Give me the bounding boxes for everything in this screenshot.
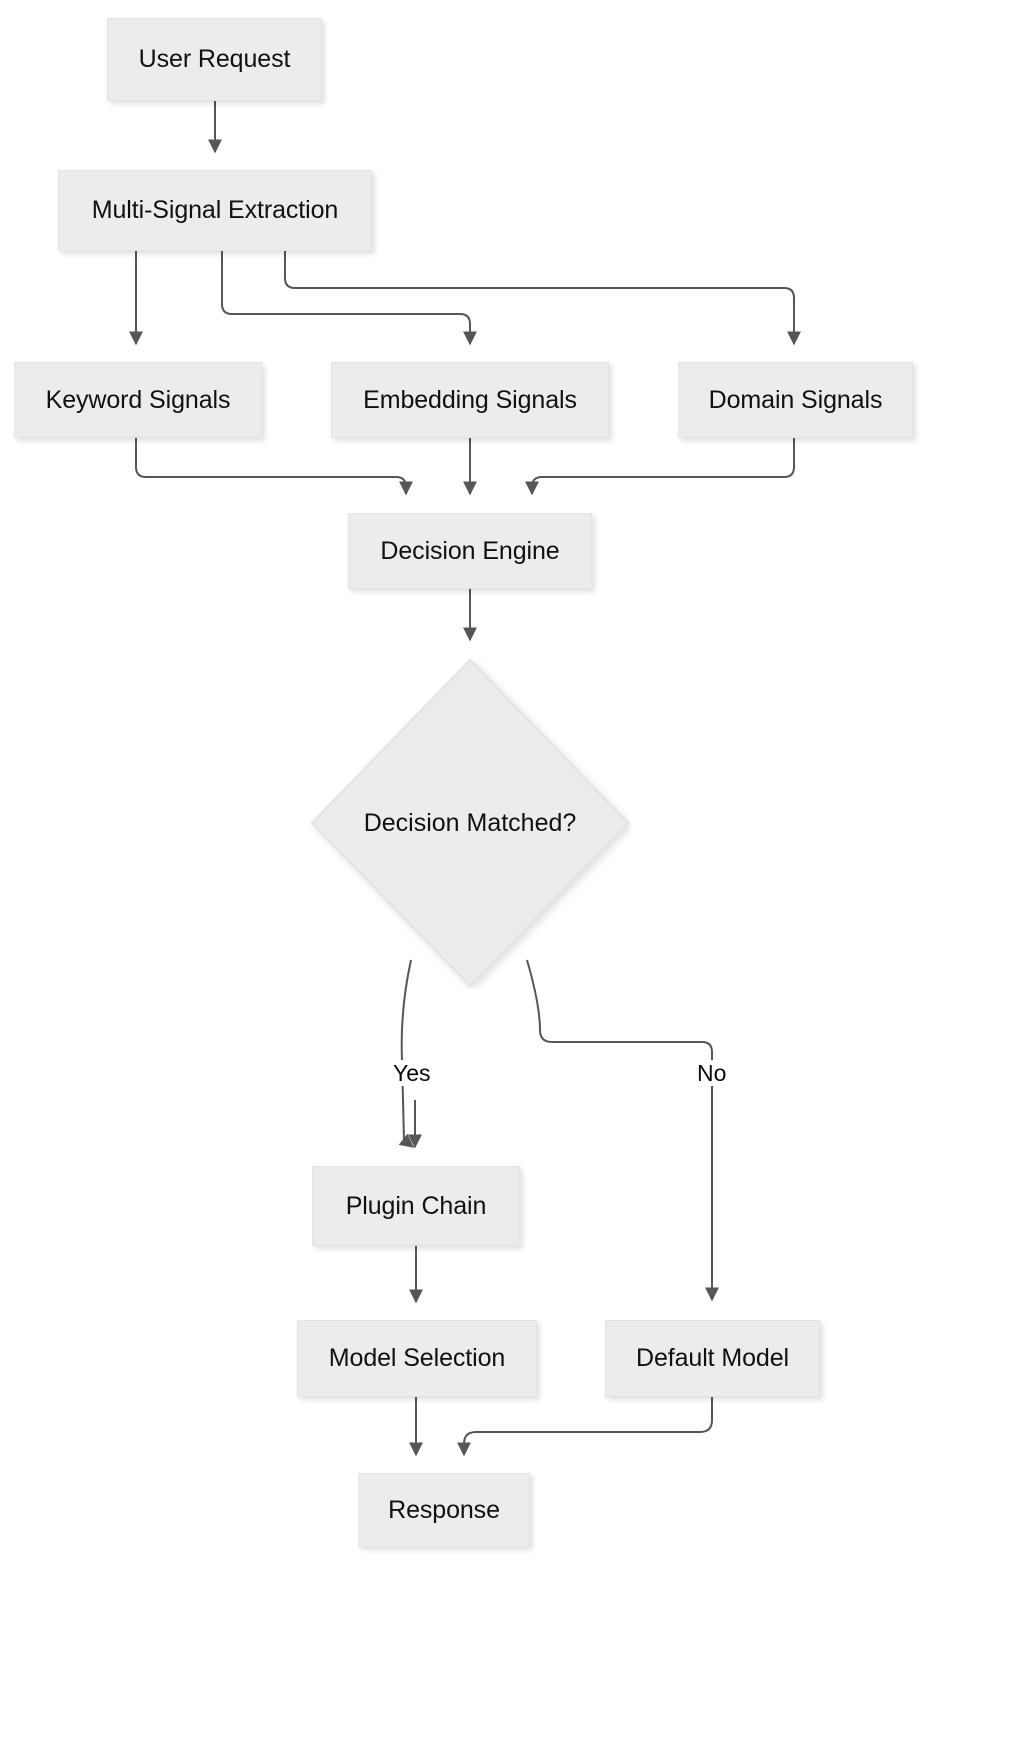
edge-domain-to-decision-engine [525, 438, 795, 496]
diamond-shape [310, 658, 630, 988]
node-decision-engine[interactable]: Decision Engine [348, 513, 592, 589]
node-model-selection-label: Model Selection [328, 1344, 506, 1372]
node-plugin-chain-label: Plugin Chain [345, 1191, 487, 1220]
node-keyword-signals[interactable]: Keyword Signals [14, 362, 262, 438]
node-domain-signals[interactable]: Domain Signals [678, 362, 913, 438]
node-user-request[interactable]: User Request [107, 18, 322, 101]
edge-keyword-to-decision-engine [135, 438, 413, 496]
edge-decision-matched-to-default-model [526, 959, 719, 1302]
node-default-model[interactable]: Default Model [605, 1320, 820, 1397]
node-response[interactable]: Response [358, 1473, 530, 1547]
node-user-request-label: User Request [138, 45, 291, 73]
edge-label-no: No [692, 1060, 732, 1087]
edge-multi-signal-to-embedding [221, 251, 477, 346]
node-default-model-label: Default Model [636, 1344, 789, 1372]
node-keyword-signals-label: Keyword Signals [45, 385, 231, 414]
node-response-label: Response [388, 1495, 500, 1524]
node-model-selection[interactable]: Model Selection [297, 1320, 537, 1397]
node-domain-signals-label: Domain Signals [708, 385, 883, 414]
edge-decision-matched-to-plugin-chain [398, 959, 415, 1148]
node-decision-engine-label: Decision Engine [380, 536, 560, 565]
node-embedding-signals[interactable]: Embedding Signals [331, 362, 609, 438]
node-embedding-signals-label: Embedding Signals [363, 385, 577, 414]
node-multi-signal-extraction-label: Multi-Signal Extraction [91, 196, 339, 224]
node-multi-signal-extraction[interactable]: Multi-Signal Extraction [58, 170, 372, 251]
node-plugin-chain[interactable]: Plugin Chain [312, 1166, 520, 1246]
edge-multi-signal-to-domain [284, 251, 801, 346]
edge-default-model-to-response [457, 1397, 713, 1457]
node-decision-matched-label: Decision Matched? [363, 808, 577, 837]
node-decision-matched[interactable]: Decision Matched? [309, 657, 631, 989]
edge-label-yes: Yes [388, 1060, 436, 1087]
